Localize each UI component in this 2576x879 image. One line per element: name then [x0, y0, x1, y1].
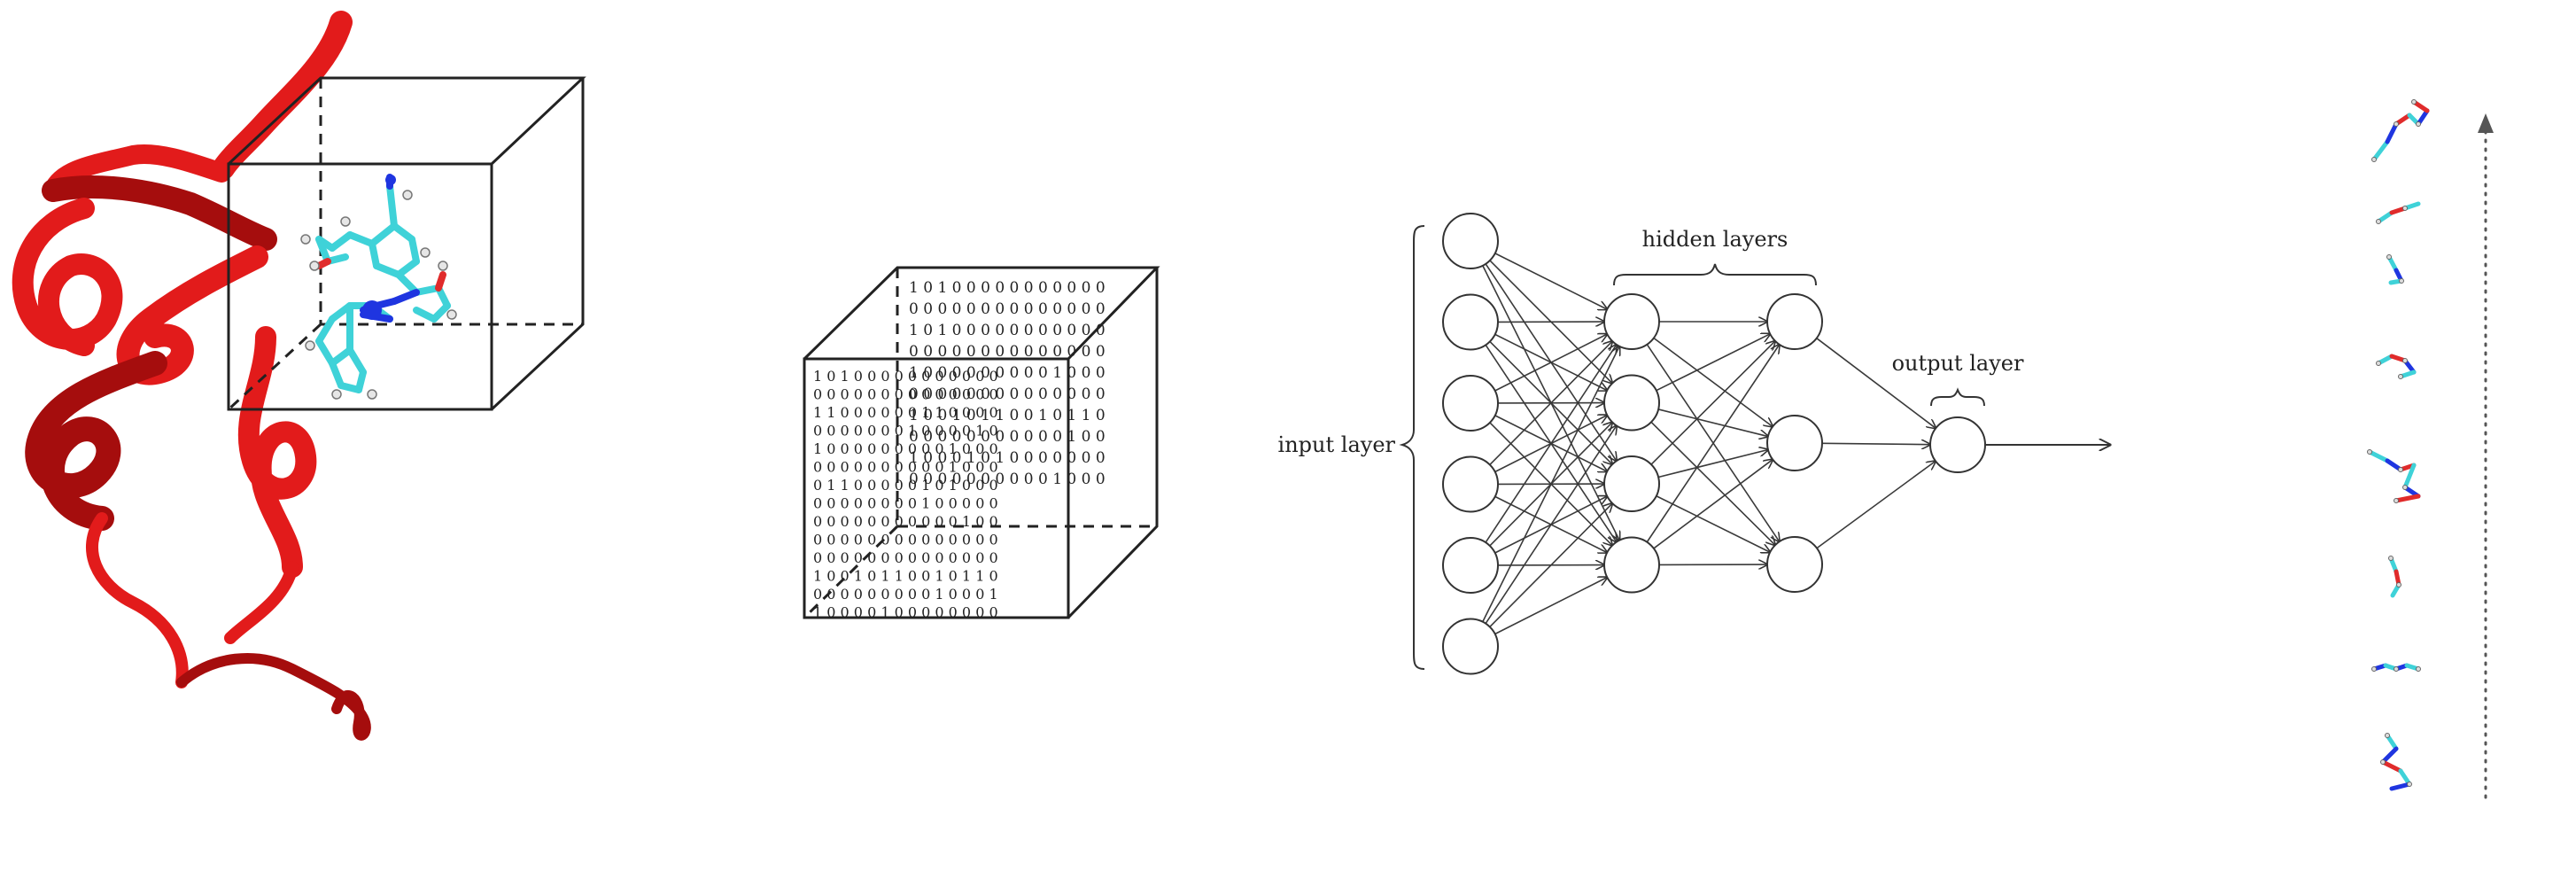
- ranked-ligand: [2377, 204, 2419, 224]
- ranked-ligand: [2387, 255, 2404, 284]
- ranked-ligand-list: [2368, 100, 2428, 790]
- voxel-front-row: 1 1 0 0 0 0 0 0 1 1 0 0 0 0: [813, 404, 998, 421]
- voxel-front-row: 0 0 0 0 0 0 0 0 0 0 0 0 0 0: [813, 386, 998, 403]
- voxel-front-row: 0 0 0 0 0 0 0 0 0 0 0 0 0 0: [813, 532, 998, 548]
- input-neuron: [1443, 457, 1498, 512]
- voxel-back-row: 1 0 1 0 0 0 0 0 0 0 0 0 0 0: [909, 322, 1106, 339]
- protein-ribbon: [23, 22, 366, 735]
- voxel-front-row: 0 0 0 0 0 0 0 0 0 0 1 0 0 0: [813, 459, 998, 476]
- input-neuron: [1443, 619, 1498, 674]
- voxel-front-row: 0 1 1 0 0 0 0 0 1 0 1 0 0 0: [813, 477, 998, 494]
- hidden-neuron: [1767, 294, 1822, 349]
- hidden-neuron: [1767, 416, 1822, 471]
- neural-network: input layer hidden layers output layer: [1278, 214, 2110, 674]
- hidden-layers-label: hidden layers: [1642, 227, 1788, 252]
- voxel-grid-cube: 1 0 1 0 0 0 0 0 0 0 0 0 0 00 0 0 0 0 0 0…: [804, 268, 1157, 621]
- ranked-ligand: [2389, 556, 2401, 596]
- voxel-front-row: 0 0 0 0 0 0 0 0 0 1 0 0 0 1: [813, 586, 998, 603]
- voxel-front-row: 1 0 0 0 0 0 0 0 0 0 1 0 0 0: [813, 440, 998, 457]
- input-neuron: [1443, 295, 1498, 350]
- network-connection: [1651, 341, 1775, 464]
- voxel-front-row: 0 0 0 0 0 0 0 1 0 0 0 0 1 0: [813, 423, 998, 440]
- input-layer-label: input layer: [1278, 432, 1396, 457]
- network-connection: [1495, 253, 1608, 309]
- ligand-molecule: [301, 175, 456, 399]
- hidden-neuron: [1767, 537, 1822, 592]
- network-connection: [1817, 461, 1936, 548]
- hidden-neuron: [1604, 456, 1659, 511]
- ranked-ligand: [2372, 100, 2428, 162]
- hidden-neuron: [1604, 376, 1659, 431]
- ranked-ligands: [2368, 100, 2495, 798]
- network-connection: [1486, 425, 1617, 623]
- input-neuron: [1443, 538, 1498, 593]
- network-connection: [1658, 409, 1768, 437]
- voxel-back-row: 1 0 1 0 0 0 0 0 0 0 0 0 0 0: [909, 279, 1106, 297]
- input-neuron: [1443, 376, 1498, 431]
- output-layer-label: output layer: [1892, 351, 2024, 376]
- hidden-layers-brace: [1614, 264, 1816, 285]
- network-connection: [1651, 422, 1775, 545]
- ranked-ligand: [2381, 734, 2412, 790]
- network-connection: [1822, 443, 1930, 444]
- voxel-front-row: 1 0 1 0 0 0 0 0 0 0 0 0 0 0: [813, 368, 998, 385]
- network-connection: [1658, 450, 1768, 478]
- binding-site-box: [229, 78, 583, 409]
- voxel-front-row: 0 0 0 0 0 0 0 0 1 0 0 0 0 0: [813, 495, 998, 512]
- ranked-ligand: [2368, 450, 2419, 503]
- voxel-back-row: 0 0 0 0 0 0 0 0 0 0 0 0 0 0: [909, 300, 1106, 318]
- output-layer-brace: [1931, 390, 1984, 406]
- ranked-ligand: [2372, 665, 2421, 672]
- network-connections: [1483, 253, 1936, 634]
- voxel-front-row: 0 0 0 0 0 0 0 0 0 0 0 0 0 0: [813, 549, 998, 566]
- ranking-arrow-head: [2478, 113, 2494, 133]
- protein-ligand-complex: [23, 22, 583, 735]
- hidden-neuron: [1604, 538, 1659, 593]
- hidden-neuron: [1604, 294, 1659, 349]
- ranked-ligand: [2377, 356, 2415, 379]
- input-neuron: [1443, 214, 1498, 268]
- output-neuron: [1930, 417, 1985, 472]
- input-layer-brace: [1402, 226, 1424, 669]
